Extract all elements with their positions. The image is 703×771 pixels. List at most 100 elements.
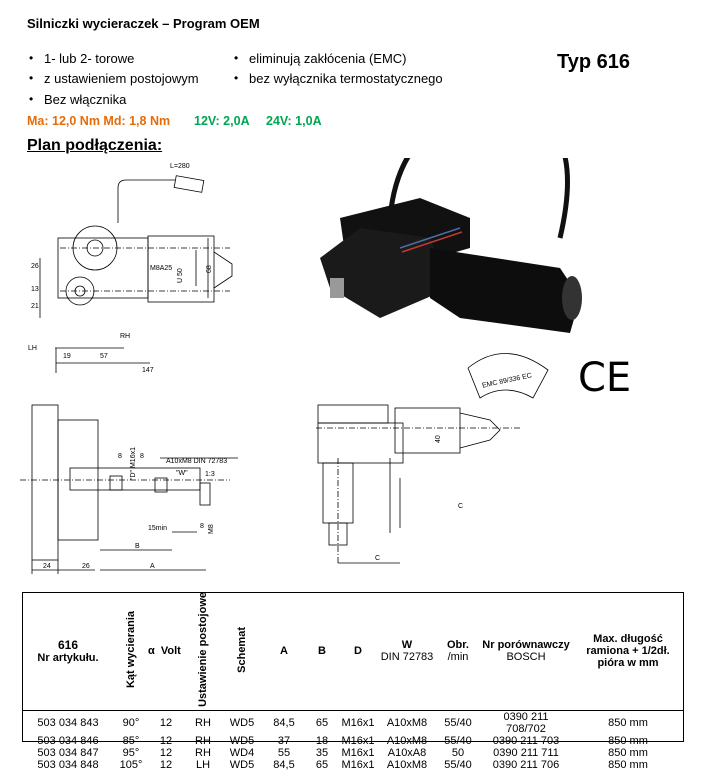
cell-b: 35 — [315, 746, 329, 759]
current-24v-spec: 24V: 1,0A — [266, 114, 322, 128]
drawing-label: 21 — [31, 303, 39, 310]
cell-schemat: WD4 — [229, 746, 255, 759]
cell-setting: RH — [195, 734, 211, 747]
page-title: Silniczki wycieraczek – Program OEM — [27, 16, 260, 31]
cell-volt: 12 — [159, 758, 173, 771]
header-article-sub: Nr artykułu. — [37, 651, 99, 664]
drawing-label: C — [375, 555, 380, 562]
cell-angle: 85° — [122, 734, 140, 747]
drawing-label: "W" — [176, 470, 188, 477]
cell-volt: 12 — [159, 716, 173, 729]
feature-item: 1- lub 2- torowe — [29, 51, 134, 66]
feature-item: bez wyłącznika termostatycznego — [234, 71, 443, 86]
cell-angle: 105° — [119, 758, 143, 771]
emc-badge: EMC 89/336 EC — [467, 353, 549, 399]
drawing-label: A10xM8 DIN 72783 — [166, 458, 227, 465]
cell-max: 850 mm — [608, 746, 648, 759]
col-max: Max. długość ramiona + 1/2dł. pióra w mm — [572, 592, 684, 711]
drawing-label: 147 — [142, 367, 154, 374]
header-alpha: α — [148, 644, 155, 657]
drawing-label: 8 — [118, 453, 122, 460]
col-article: 616 Nr artykułu. — [22, 592, 114, 711]
cell-obr: 50 — [451, 746, 465, 759]
cell-setting: RH — [195, 716, 211, 729]
drawing-label: 8 — [140, 453, 144, 460]
cell-obr: 55/40 — [444, 758, 472, 771]
table-row: 503 034 847 95° 12 RH WD4 55 35 M16x1 A1… — [22, 747, 684, 759]
cell-obr: 55/40 — [444, 716, 472, 729]
technical-drawings: L=280 26 13 21 LH RH 19 57 147 M8A25 U 5… — [20, 158, 631, 574]
header-schemat: Schemat — [236, 626, 248, 673]
cell-bosch: 0390 211 711 — [493, 746, 559, 759]
header-volt: Volt — [160, 644, 181, 657]
table-row: 503 034 846 85° 12 RH WD5 37 18 M16x1 A1… — [22, 735, 684, 747]
drawing-label: A — [150, 563, 155, 570]
col-angle: Kąt wycierania — [114, 592, 148, 711]
col-d: D — [338, 592, 378, 711]
drawing-label: U 50 — [177, 268, 184, 283]
cell-w: A10xM8 — [386, 716, 428, 729]
drawing-label: "D" M16x1 — [130, 447, 137, 480]
cell-volt: 12 — [159, 734, 173, 747]
cell-d: M16x1 — [341, 746, 375, 759]
col-setting: Ustawienie postojowe — [184, 592, 222, 711]
drawing-label: 57 — [100, 353, 108, 360]
cell-max: 850 mm — [608, 716, 648, 729]
front-section-drawing — [316, 404, 520, 564]
drawing-label: L=280 — [170, 163, 190, 170]
cell-nr: 503 034 846 — [37, 734, 99, 747]
cell-d: M16x1 — [341, 716, 375, 729]
drawing-label: LH — [28, 345, 37, 352]
col-schemat: Schemat — [222, 592, 262, 711]
header-angle: Kąt wycierania — [125, 610, 137, 688]
cell-schemat: WD5 — [229, 758, 255, 771]
drawing-label: 15min — [148, 525, 167, 532]
cell-angle: 90° — [122, 716, 140, 729]
cell-b: 65 — [315, 716, 329, 729]
col-a: A — [262, 592, 306, 711]
cell-a: 37 — [277, 734, 291, 747]
col-alpha: α Volt — [148, 592, 184, 711]
cell-w: A10xA8 — [387, 746, 427, 759]
col-bosch: Nr porównawczy BOSCH — [480, 592, 572, 711]
cell-volt: 12 — [159, 746, 173, 759]
cell-obr: 55/40 — [444, 734, 472, 747]
cell-nr: 503 034 848 — [37, 758, 99, 771]
col-b: B — [306, 592, 338, 711]
cell-a: 84,5 — [273, 716, 295, 729]
cell-bosch-line2: 708/702 — [506, 722, 546, 735]
drawing-label: B — [135, 543, 140, 550]
drawing-label: 68 — [206, 265, 213, 273]
cell-nr: 503 034 847 — [37, 746, 99, 759]
cell-w: A10xM8 — [386, 758, 428, 771]
cell-b: 65 — [315, 758, 329, 771]
drawing-label: M8A25 — [150, 265, 172, 272]
cell-bosch: 0390 211 703 — [492, 734, 560, 747]
cell-d: M16x1 — [341, 758, 375, 771]
feature-item: z ustawieniem postojowym — [29, 71, 199, 86]
cell-angle: 95° — [122, 746, 140, 759]
drawing-label: 8 — [200, 523, 204, 530]
header-setting: Ustawienie postojowe — [197, 592, 209, 707]
drawing-label: C — [458, 503, 463, 510]
type-label: Typ 616 — [557, 51, 630, 73]
drawing-label: 26 — [31, 263, 39, 270]
feature-item: Bez włącznika — [29, 92, 126, 107]
drawing-label: RH — [120, 333, 130, 340]
cell-max: 850 mm — [608, 758, 648, 771]
side-section-drawing — [20, 404, 238, 574]
header-w-sub: DIN 72783 — [380, 650, 434, 663]
header-w: W — [401, 638, 413, 651]
cell-bosch: 0390 211 706 — [492, 758, 560, 771]
cell-schemat: WD5 — [229, 716, 255, 729]
cell-setting: LH — [195, 758, 211, 771]
drawing-label: M8 — [208, 524, 215, 534]
drawing-label: 19 — [63, 353, 71, 360]
cell-setting: RH — [195, 746, 211, 759]
feature-item: eliminują zakłócenia (EMC) — [234, 51, 406, 66]
cell-schemat: WD5 — [229, 734, 255, 747]
drawing-label: 1:3 — [205, 471, 215, 478]
header-obr: Obr. — [446, 638, 469, 651]
cell-w: A10xM8 — [386, 734, 428, 747]
col-obr: Obr. /min — [436, 592, 480, 711]
